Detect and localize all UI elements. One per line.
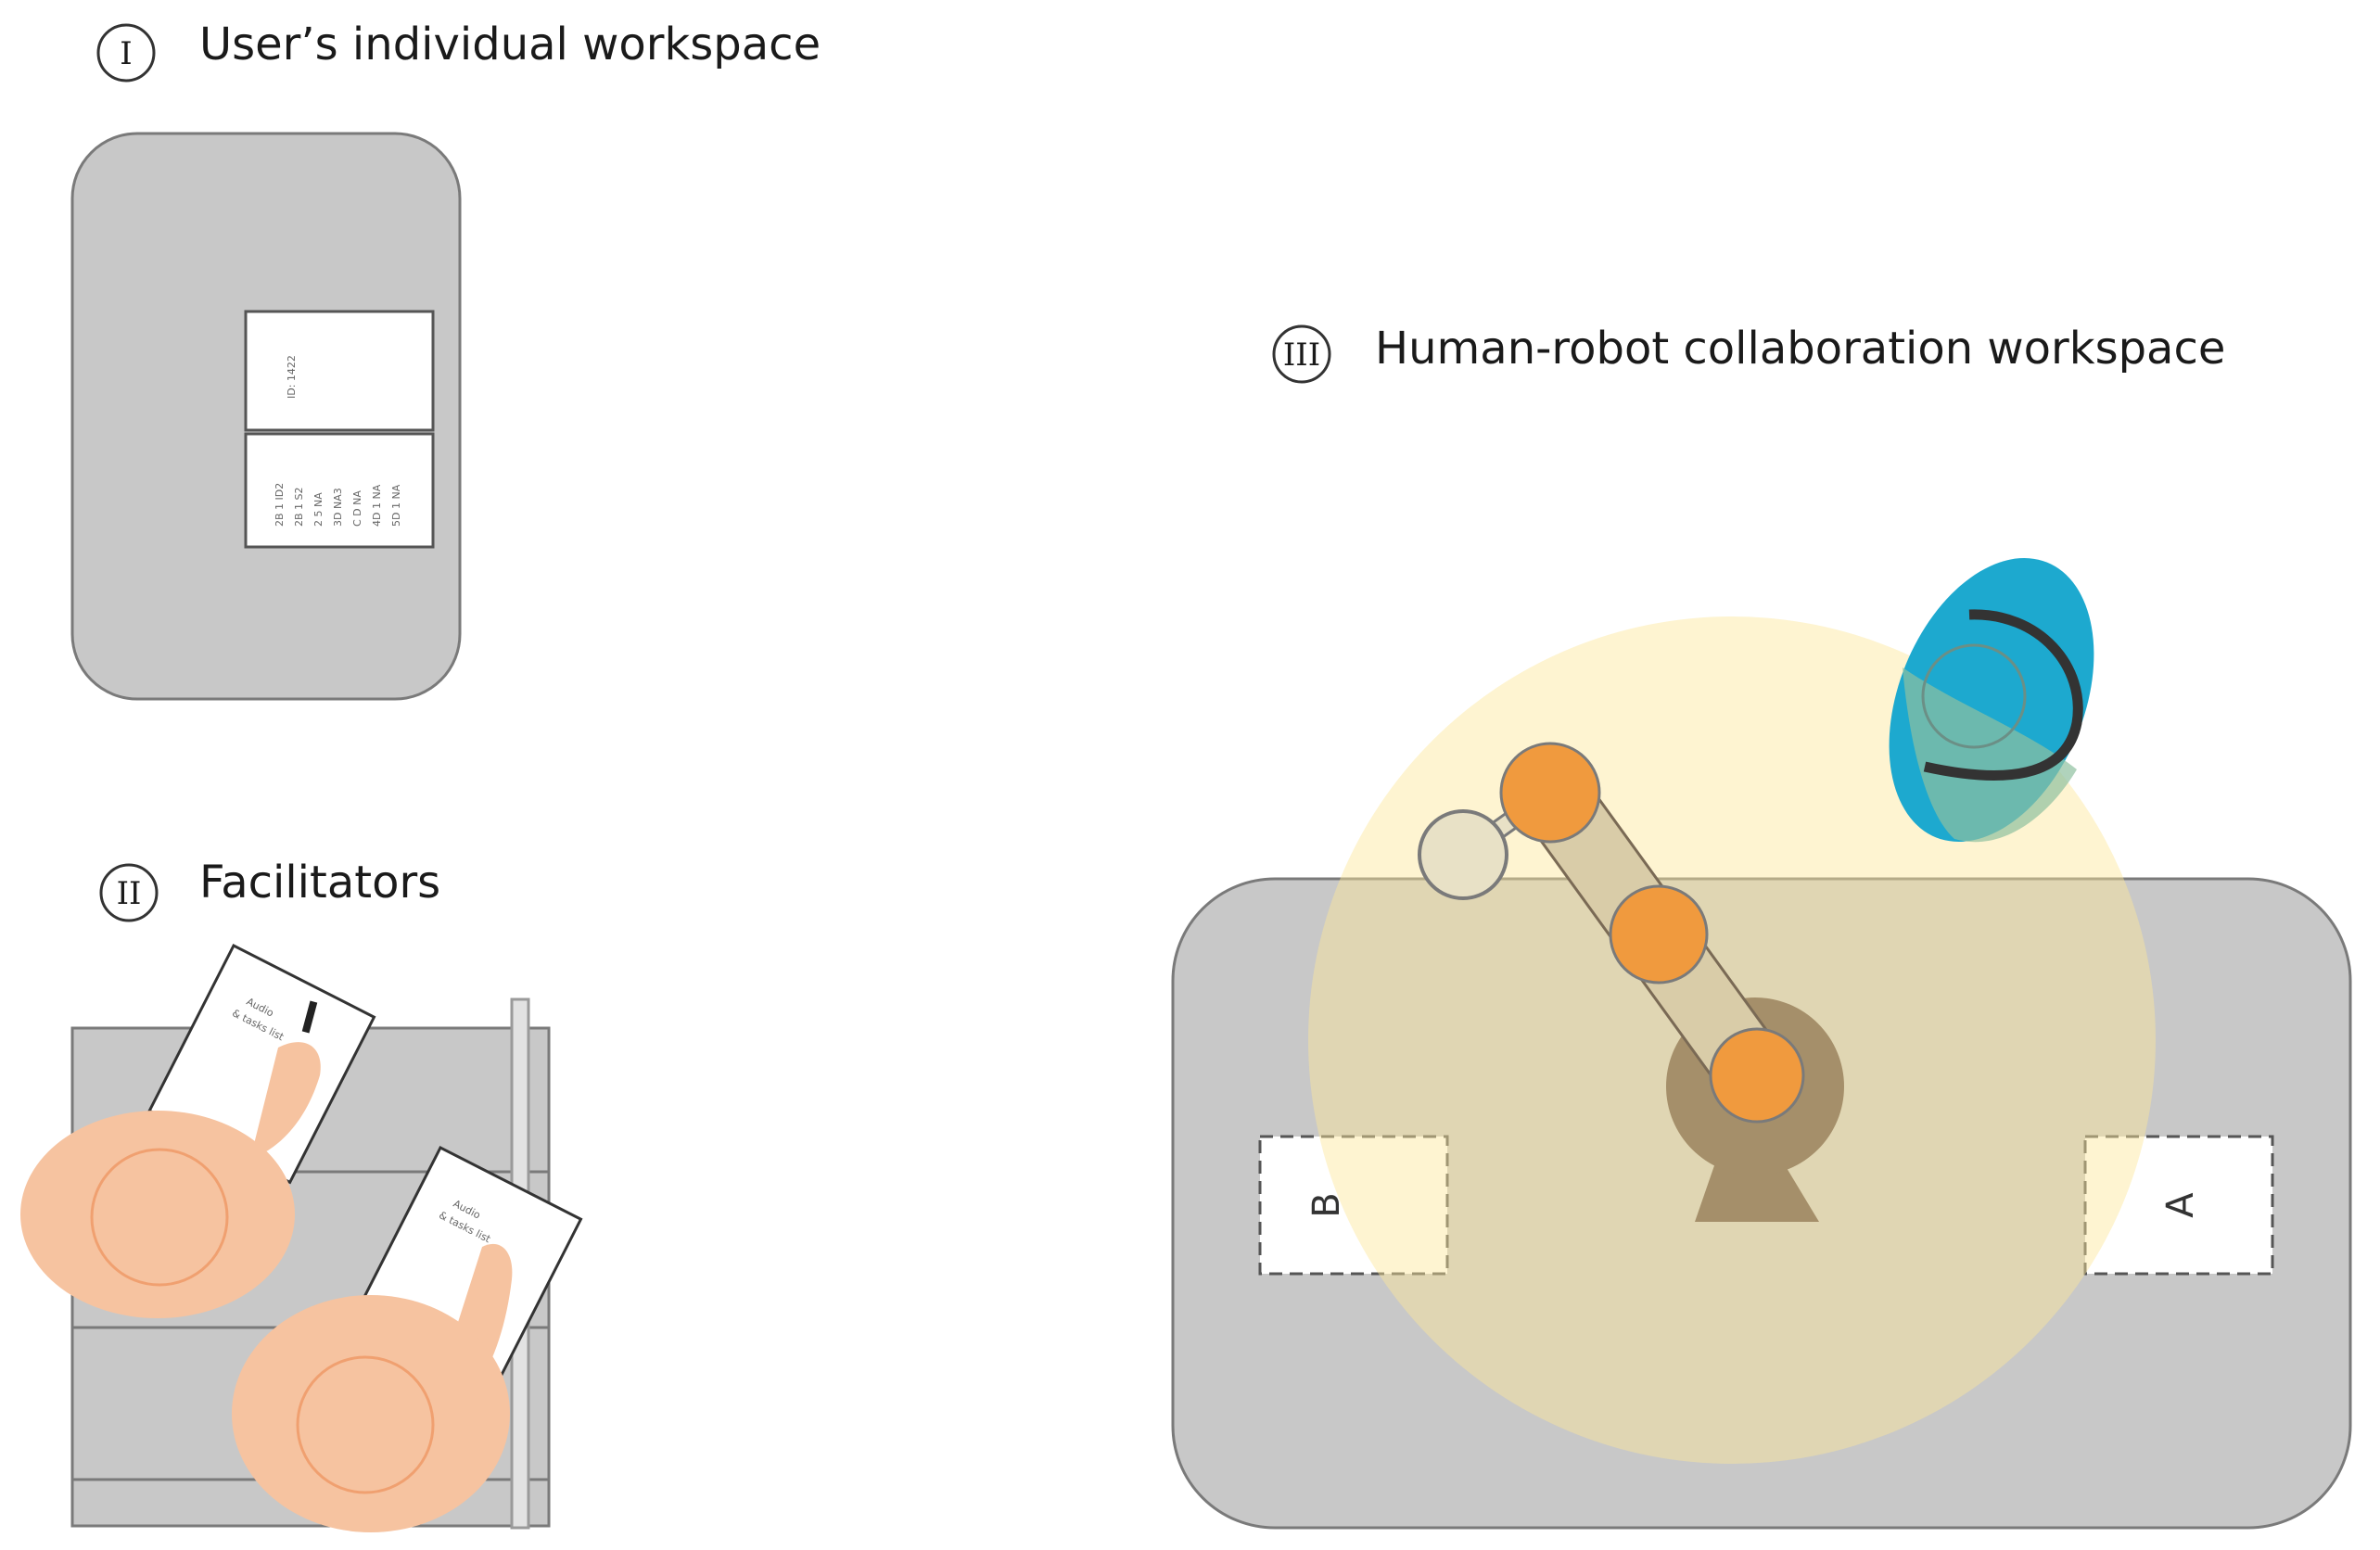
operator-head bbox=[1921, 643, 2027, 749]
zone-b-box bbox=[1258, 1135, 1449, 1276]
task-card-item-3: 2 5 NA bbox=[312, 492, 325, 527]
zone-a-box bbox=[2083, 1135, 2274, 1276]
section-1-header: I User’s individual workspace bbox=[96, 19, 821, 83]
section-3-title: Human-robot collaboration workspace bbox=[1375, 323, 2225, 375]
robot-joint-shoulder bbox=[1499, 742, 1601, 844]
task-card-item-6: 4D 1 NA bbox=[371, 484, 383, 527]
task-card-item-4: 3D NA3 bbox=[332, 488, 344, 527]
task-card-top-panel bbox=[244, 310, 435, 432]
section-1-numeral-circle bbox=[96, 23, 156, 83]
section-3-numeral-circle bbox=[1272, 324, 1331, 384]
section-3-header: III Human-robot collaboration workspace bbox=[1272, 323, 2225, 384]
facilitator-1-body bbox=[20, 1111, 295, 1318]
task-card-id: ID: 1422 bbox=[286, 355, 298, 399]
robot-end-effector bbox=[1418, 809, 1508, 900]
zone-a: A bbox=[2083, 1135, 2274, 1276]
zone-a-label: A bbox=[2159, 1192, 2202, 1218]
robot-joint-base bbox=[1709, 1027, 1805, 1124]
collaboration-workspace: B A bbox=[1171, 557, 2352, 1530]
task-card: ID: 1422 2B 1 ID2 2B 1 S2 2 5 NA 3D NA3 … bbox=[244, 310, 435, 549]
section-2-title: Facilitators bbox=[199, 857, 440, 908]
facilitator-2-head bbox=[296, 1355, 435, 1494]
task-card-item-5: C D NA bbox=[351, 490, 363, 527]
facilitator-1-hand bbox=[250, 1042, 321, 1159]
operator-shoulders-overlap bbox=[1903, 667, 2077, 843]
operator-arm bbox=[1923, 609, 2083, 781]
section-2-header: II Facilitators bbox=[99, 857, 440, 922]
section-2-numeral: II bbox=[117, 875, 142, 912]
zone-b: B bbox=[1258, 1135, 1449, 1276]
zone-b-label: B bbox=[1305, 1192, 1348, 1217]
section-1-numeral: I bbox=[120, 35, 132, 72]
task-card-item-1: 2B 1 ID2 bbox=[274, 483, 286, 527]
section-3-numeral: III bbox=[1283, 337, 1320, 374]
robot-arm bbox=[1418, 742, 1844, 1222]
task-card-item-2: 2B 1 S2 bbox=[293, 487, 305, 527]
facilitator-2: Audio & tasks list bbox=[232, 1145, 583, 1532]
section-1-title: User’s individual workspace bbox=[199, 19, 821, 70]
facilitator-1-head bbox=[90, 1148, 229, 1287]
facilitator-1: Audio & tasks list bbox=[20, 943, 376, 1318]
facilitators-area: Audio & tasks list Audio & tasks list bbox=[20, 943, 583, 1532]
section-2-numeral-circle bbox=[99, 863, 159, 922]
task-card-bottom-panel bbox=[244, 432, 435, 549]
facilitator-1-pen bbox=[301, 1000, 318, 1034]
individual-workspace-table: ID: 1422 2B 1 ID2 2B 1 S2 2 5 NA 3D NA3 … bbox=[70, 132, 462, 701]
human-operator bbox=[1889, 557, 2094, 843]
robot-joint-elbow bbox=[1609, 884, 1709, 985]
facilitator-2-body bbox=[232, 1295, 510, 1532]
task-card-item-7: 5D 1 NA bbox=[390, 484, 402, 527]
task-card-list: 2B 1 ID2 2B 1 S2 2 5 NA 3D NA3 C D NA 4D… bbox=[274, 483, 402, 527]
